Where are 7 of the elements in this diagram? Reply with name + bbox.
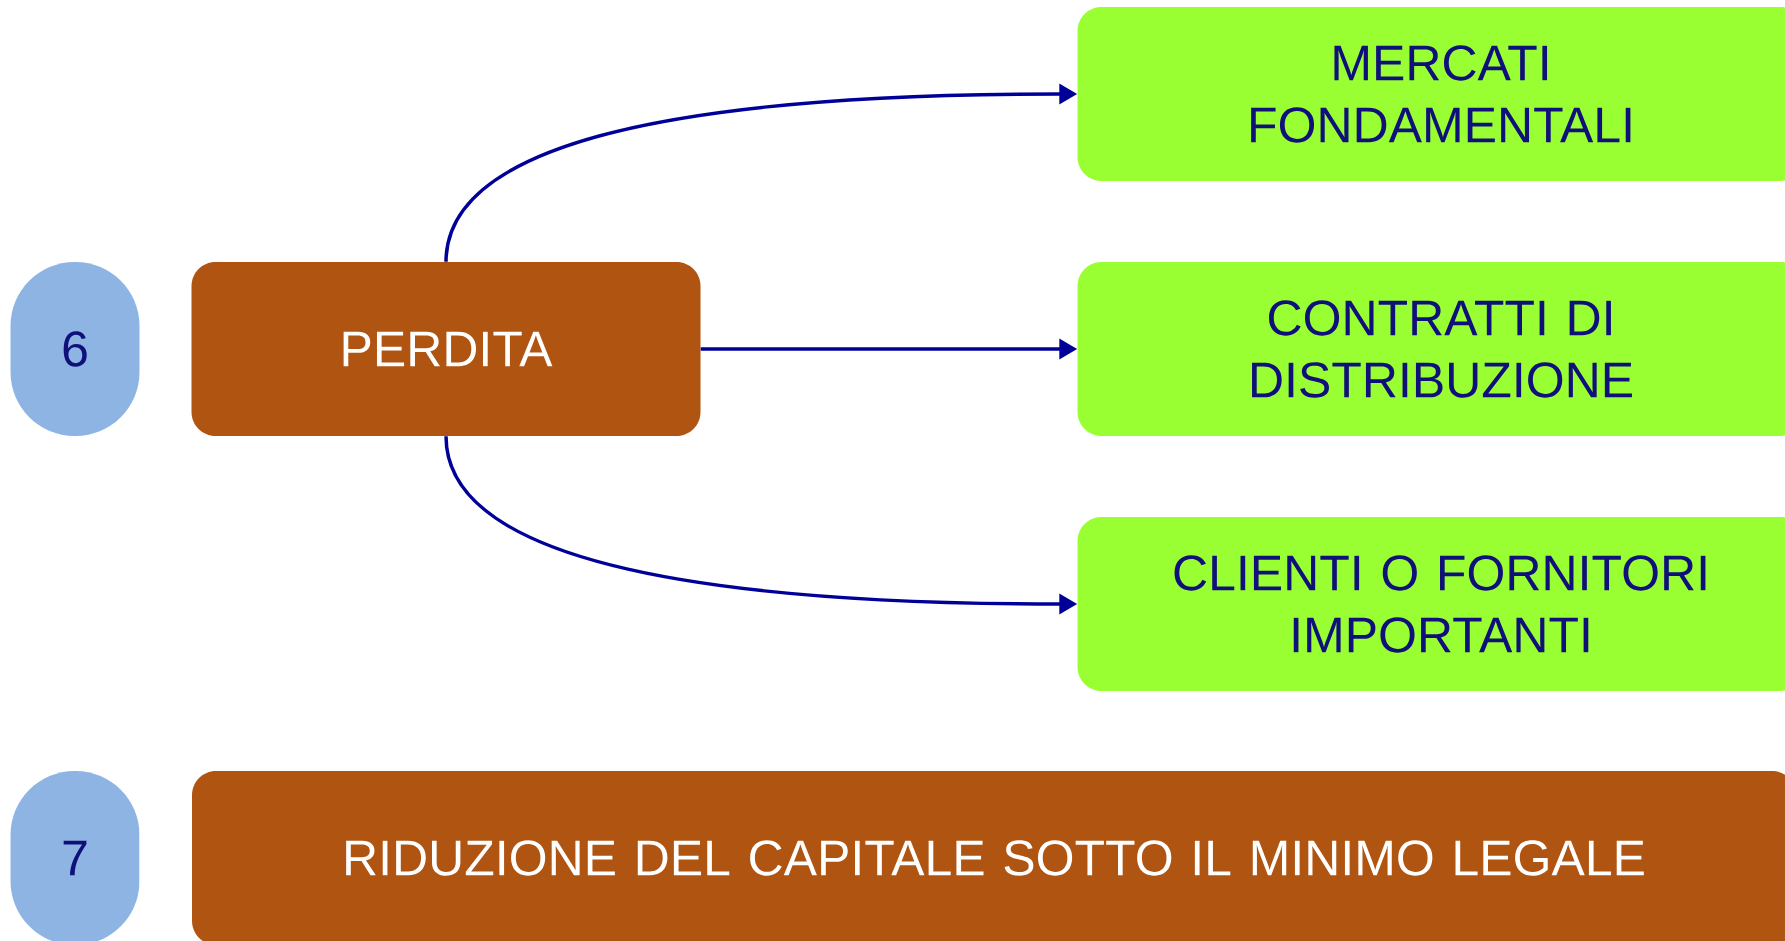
badge: 6 (10, 262, 140, 436)
process-box: CONTRATTI DI DISTRIBUZIONE (1077, 262, 1785, 436)
process-box: PERDITA (191, 262, 701, 436)
badge: 7 (10, 771, 140, 941)
process-box: RIDUZIONE DEL CAPITALE SOTTO IL MINIMO LEGALE (192, 771, 1785, 941)
process-box: MERCATI FONDAMENTALI (1077, 7, 1785, 181)
process-box: CLIENTI O FORNITORI IMPORTANTI (1077, 517, 1785, 691)
